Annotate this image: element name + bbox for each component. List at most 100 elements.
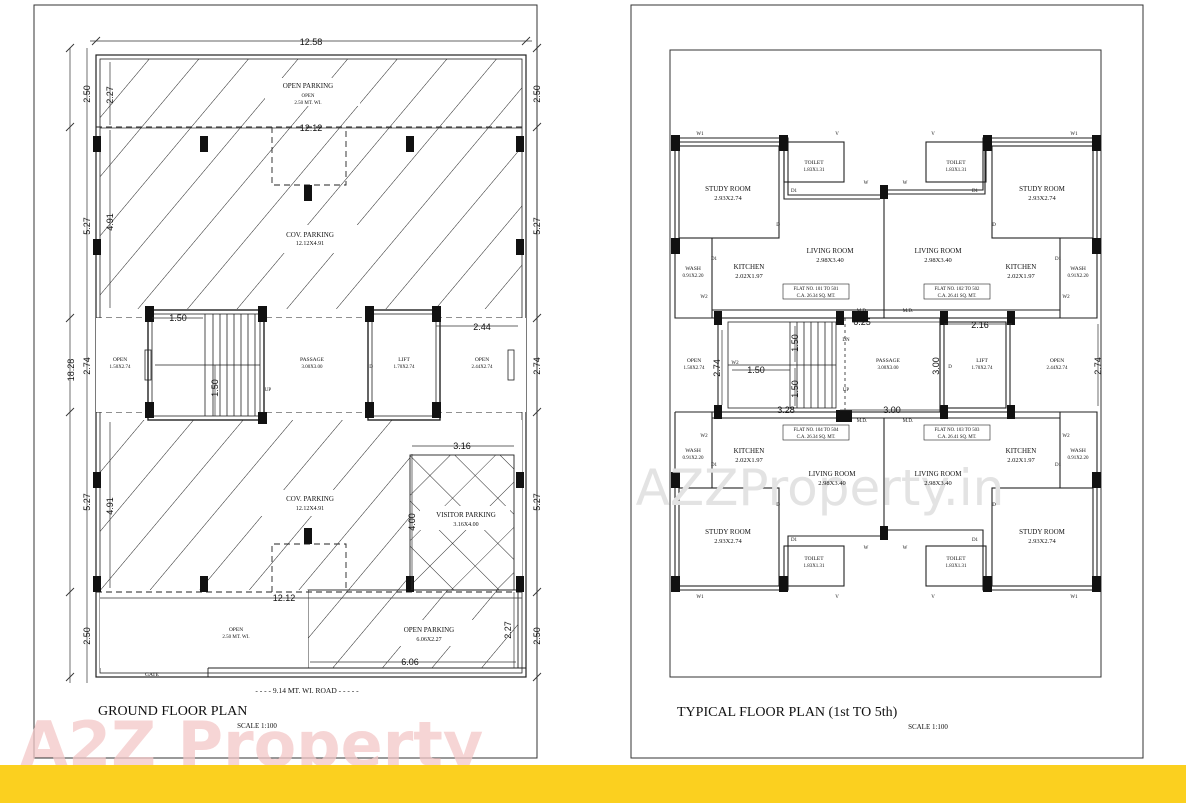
- mark-d1-wr: D1: [1055, 257, 1062, 262]
- mark-w-t2: W: [903, 181, 908, 186]
- flat-bl-no: FLAT NO. 104 TO 504: [794, 428, 840, 433]
- mark-d-br: D: [992, 503, 996, 508]
- dim-150-v1: 1.50: [790, 334, 800, 352]
- flat-tr-ca: C.A. 26.41 SQ. MT.: [938, 294, 977, 299]
- md-bottom-left: M.D.: [857, 419, 868, 424]
- study-tl: STUDY ROOM: [705, 185, 752, 193]
- dim-274-right: 2.74: [1093, 357, 1103, 375]
- mark-d1-bl: D1: [791, 538, 798, 543]
- dim-open-parking-h: 2.27: [503, 621, 513, 639]
- dim-left-3: 2.74: [82, 357, 92, 375]
- label-open-parking-bottom: OPEN PARKING: [404, 626, 455, 634]
- mark-w-b2: W: [903, 546, 908, 551]
- flat-br-no: FLAT NO. 103 TO 503: [935, 428, 981, 433]
- toilet-bl: TOILET: [804, 556, 824, 562]
- mark-w1-tr: W1: [1070, 132, 1078, 137]
- dim-right-4: 5.27: [532, 493, 542, 511]
- study-bl-dim: 2.93X2.74: [714, 538, 742, 545]
- mark-v-bl: V: [835, 595, 839, 600]
- label-lift: LIFT: [398, 357, 410, 363]
- study-bl: STUDY ROOM: [705, 528, 752, 536]
- label-open-right: OPEN: [475, 357, 489, 363]
- wash-tl: WASH: [685, 266, 701, 272]
- mark-d-bl: D: [776, 503, 780, 508]
- mark-v-tl: V: [835, 132, 839, 137]
- label-open-parking-bottom-dim: 6.06X2.27: [416, 637, 441, 643]
- typical-dimension-lines: [721, 321, 1099, 413]
- mark-d1-tr: D1: [972, 189, 979, 194]
- mark-d1-br: D1: [972, 538, 979, 543]
- stair-up: UP: [843, 388, 850, 393]
- label-lift-dim: 1.70X2.74: [393, 365, 415, 370]
- cov-parking-2-hatch: [100, 420, 410, 590]
- ground-dimension-lines: [69, 40, 538, 683]
- study-tr: STUDY ROOM: [1019, 185, 1066, 193]
- living-bl: LIVING ROOM: [809, 470, 857, 478]
- dim-inner-top: 12.12: [300, 123, 323, 133]
- flat-tl-no: FLAT NO. 101 TO 501: [794, 287, 840, 292]
- dim-stair-h: 1.50: [210, 379, 220, 397]
- label-open-bottom: OPEN: [229, 627, 243, 633]
- mark-d-tl: D: [776, 223, 780, 228]
- dim-right-1: 2.50: [532, 85, 542, 103]
- label-visitor-parking-dim: 3.16X4.00: [453, 522, 478, 528]
- mark-d1-wbr: D1: [1055, 463, 1062, 468]
- study-tl-dim: 2.93X2.74: [714, 195, 742, 202]
- dim-right-5: 2.50: [532, 627, 542, 645]
- dim-right-2: 5.27: [532, 217, 542, 235]
- lift-dim: 1.70X2.74: [971, 366, 993, 371]
- mark-d1-wl: D1: [711, 257, 718, 262]
- dim-left-2: 5.27: [82, 217, 92, 235]
- mark-w1-bl: W1: [696, 595, 704, 600]
- lift-block: [367, 309, 441, 421]
- passage-dim: 3.00X3.00: [877, 366, 899, 371]
- wash-bl: WASH: [685, 448, 701, 454]
- living-tr: LIVING ROOM: [915, 247, 963, 255]
- dim-left-5: 2.50: [82, 627, 92, 645]
- dim-visitor-h: 4.00: [407, 513, 417, 531]
- brand-color-bar: [0, 765, 1186, 803]
- label-cov-parking-2: COV. PARKING: [286, 495, 334, 503]
- dim-274-left: 2.74: [712, 359, 722, 377]
- open-left-dim: 1.50X2.74: [683, 366, 705, 371]
- flat-box-tl: [782, 283, 850, 300]
- flat-box-tr: [923, 283, 991, 300]
- open-right: OPEN: [1050, 358, 1064, 364]
- label-visitor-parking: VISITOR PARKING: [436, 511, 496, 519]
- label-road: - - - - 9.14 MT. WI. ROAD - - - - -: [255, 686, 359, 695]
- dim-150-h: 1.50: [747, 365, 765, 375]
- dim-625: 6.25: [853, 317, 871, 327]
- typical-columns: [671, 135, 1101, 592]
- study-br-dim: 2.93X2.74: [1028, 538, 1056, 545]
- typical-floor-sheet: AZZProperty.in STUDY ROOM 2.93X2.74 STUD…: [630, 4, 1144, 759]
- dim-inner-bottom: 12.12: [273, 593, 296, 603]
- ground-columns: [93, 136, 524, 592]
- toilet-bl-dim: 1.83X1.31: [803, 564, 825, 569]
- mark-w1-br: W1: [1070, 595, 1078, 600]
- dim-right-3: 2.74: [532, 357, 542, 375]
- mark-w1-tl: W1: [696, 132, 704, 137]
- kitchen-tl: KITCHEN: [734, 263, 765, 271]
- dim-inner-left-3: 4.91: [105, 497, 115, 515]
- mark-w2-bl: W2: [700, 434, 708, 439]
- wash-tr-dim: 0.91X2.20: [1067, 274, 1089, 279]
- toilet-tl-dim: 1.83X1.31: [803, 168, 825, 173]
- label-open-left: OPEN: [113, 357, 127, 363]
- flat-br-ca: C.A. 26.41 SQ. MT.: [938, 435, 977, 440]
- dim-left-total: 18.28: [66, 359, 76, 382]
- dim-inner-left-1: 2.27: [105, 86, 115, 104]
- mark-w-b1: W: [864, 546, 869, 551]
- study-tr-dim: 2.93X2.74: [1028, 195, 1056, 202]
- label-open-parking-top: OPEN PARKING: [283, 82, 334, 90]
- label-open-left-dim: 1.50X2.74: [109, 365, 131, 370]
- dim-open-parking-w: 6.06: [401, 657, 419, 667]
- flat-tl-ca: C.A. 26.34 SQ. MT.: [797, 294, 836, 299]
- label-open-right-dim: 2.44X2.74: [471, 365, 493, 370]
- passage: PASSAGE: [876, 358, 901, 364]
- label-open-bottom-dim: 2.50 MT. WI.: [222, 635, 249, 640]
- wash-br-dim: 0.91X2.20: [1067, 456, 1089, 461]
- typical-sheet-border: [630, 4, 1144, 759]
- dim-stair-w: 1.50: [169, 313, 187, 323]
- label-cov-parking-1-dim: 12.12X4.91: [296, 241, 324, 247]
